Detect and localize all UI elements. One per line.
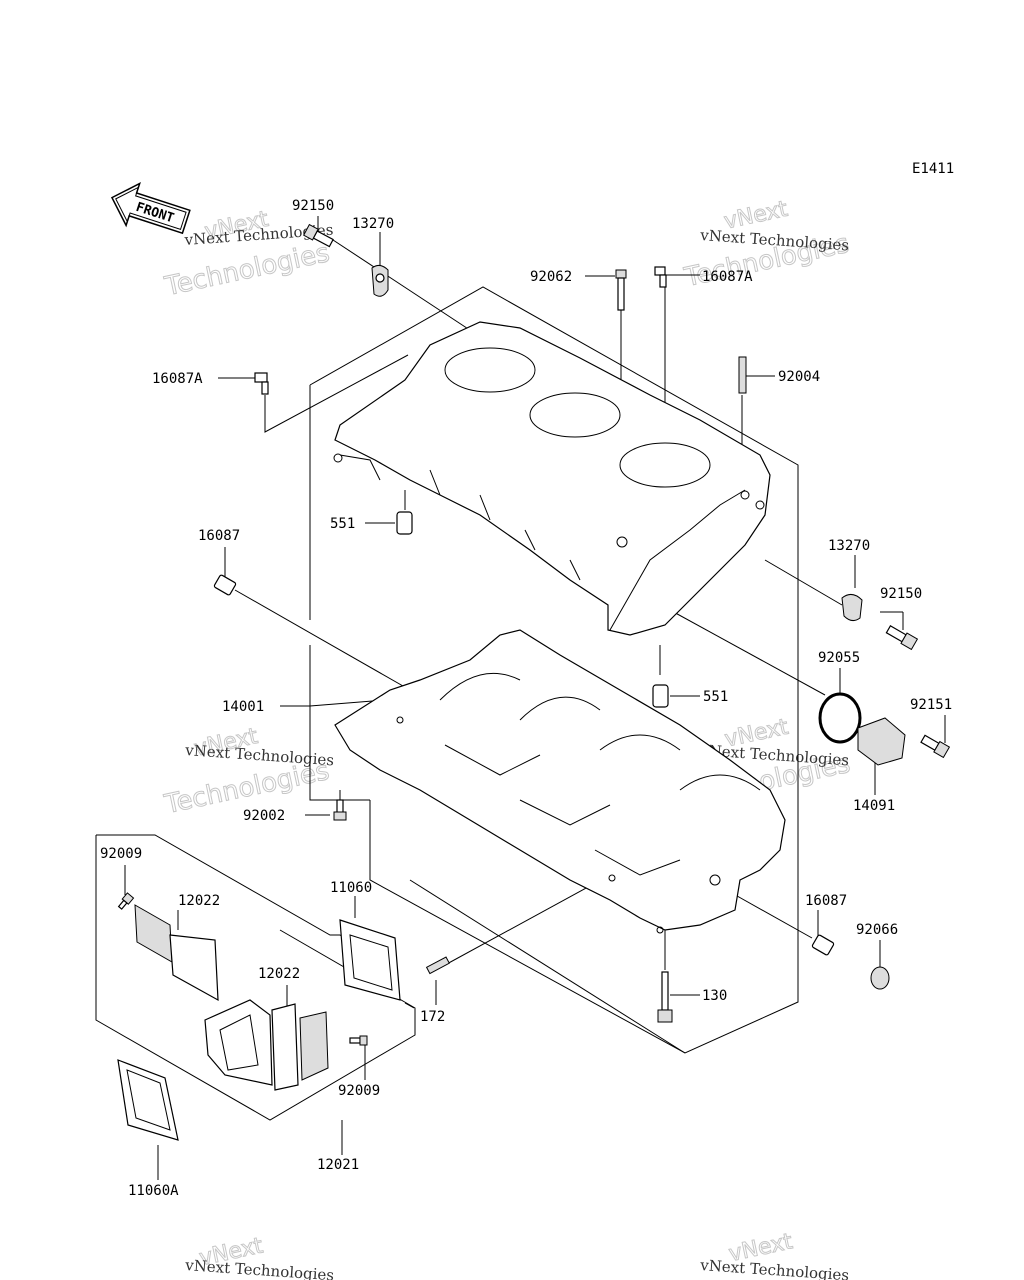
part-label-92002: 92002 [243,808,285,824]
reed-cage-icon [204,999,273,1086]
bolt-icon [920,734,951,759]
part-label-12022: 12022 [178,893,220,909]
watermark-line: vNext Technologies [184,741,335,769]
gasket-icon [339,919,401,1001]
part-label-130: 130 [702,988,727,1004]
plug-icon [811,934,835,956]
front-arrow-icon: FRONT [110,182,191,235]
bolt-icon [615,269,627,311]
part-label-16087: 16087 [198,528,240,544]
part-label-16087: 16087 [805,893,847,909]
bolt-icon [885,624,919,651]
stud-icon [425,956,450,975]
part-label-92150: 92150 [880,586,922,602]
part-label-92009: 92009 [100,846,142,862]
fitting-icon [654,266,667,288]
reed-petal-icon [169,934,219,1002]
part-label-16087A: 16087A [702,269,753,285]
bolt-icon [333,799,347,821]
part-label-92009: 92009 [338,1083,380,1099]
o-ring-icon [818,692,862,744]
grommet-icon [870,966,890,990]
part-label-13270: 13270 [352,216,394,232]
part-number-labels: 92150 13270 92062 16087A 92004 16087A 55… [100,198,952,1199]
reed-stopper-icon [299,1011,329,1081]
part-label-551: 551 [330,516,355,532]
diagram-code: E1411 [912,161,954,177]
part-label-12021: 12021 [317,1157,359,1173]
upper-crankcase [333,321,771,636]
small-parts [117,223,951,1141]
part-label-92150: 92150 [292,198,334,214]
part-label-11060: 11060 [330,880,372,896]
part-label-14091: 14091 [853,798,895,814]
part-label-551: 551 [703,689,728,705]
part-label-16087A: 16087A [152,371,203,387]
part-label-14001: 14001 [222,699,264,715]
part-label-92004: 92004 [778,369,820,385]
part-label-92062: 92062 [530,269,572,285]
watermark-line: vNext Technologies [184,1256,335,1280]
plate-icon [841,594,863,622]
screw-icon [117,892,135,910]
watermark-line: vNext Technologies [699,1256,850,1280]
reed-petal-icon [271,1003,299,1091]
part-label-13270: 13270 [828,538,870,554]
part-label-11060A: 11060A [128,1183,179,1199]
cover-icon [857,717,906,766]
plug-icon [213,574,237,596]
bolt-icon [303,223,334,248]
lower-crankcase [334,629,786,934]
reed-stopper-icon [134,904,173,963]
dowel-icon [396,511,413,535]
part-label-92055: 92055 [818,650,860,666]
leader-lines [124,216,946,1180]
part-label-12022: 12022 [258,966,300,982]
screw-icon [349,1035,368,1046]
part-label-172: 172 [420,1009,445,1025]
dowel-icon [652,684,669,708]
stud-icon [738,356,747,394]
part-label-92151: 92151 [910,697,952,713]
bolt-icon [657,971,673,1023]
part-label-92066: 92066 [856,922,898,938]
fitting-icon [254,372,269,395]
gasket-icon [117,1059,179,1141]
